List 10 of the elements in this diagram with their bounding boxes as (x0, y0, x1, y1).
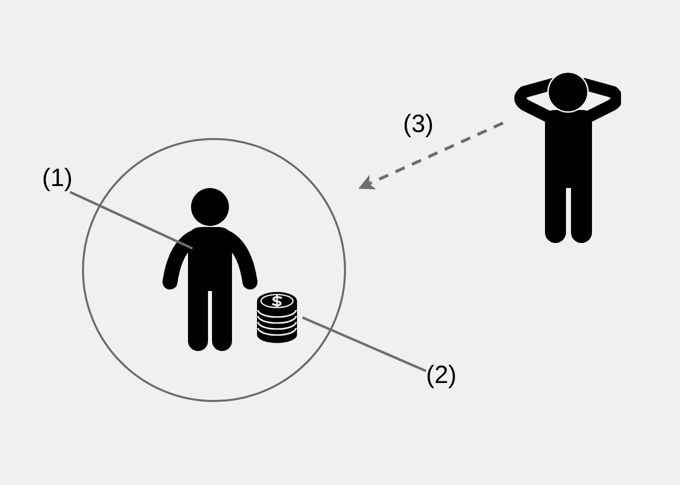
callout-number: (2) (426, 363, 457, 388)
person-hands-on-head-icon (513, 70, 621, 246)
leader-line (302, 316, 426, 372)
edge-label: (3) (403, 112, 434, 137)
person-icon (160, 186, 260, 352)
circle-outline (82, 138, 346, 402)
leader-line (69, 190, 194, 250)
coin-stack-icon (256, 290, 298, 344)
dashed-arrow (358, 122, 504, 190)
callout-number: (1) (42, 166, 73, 191)
